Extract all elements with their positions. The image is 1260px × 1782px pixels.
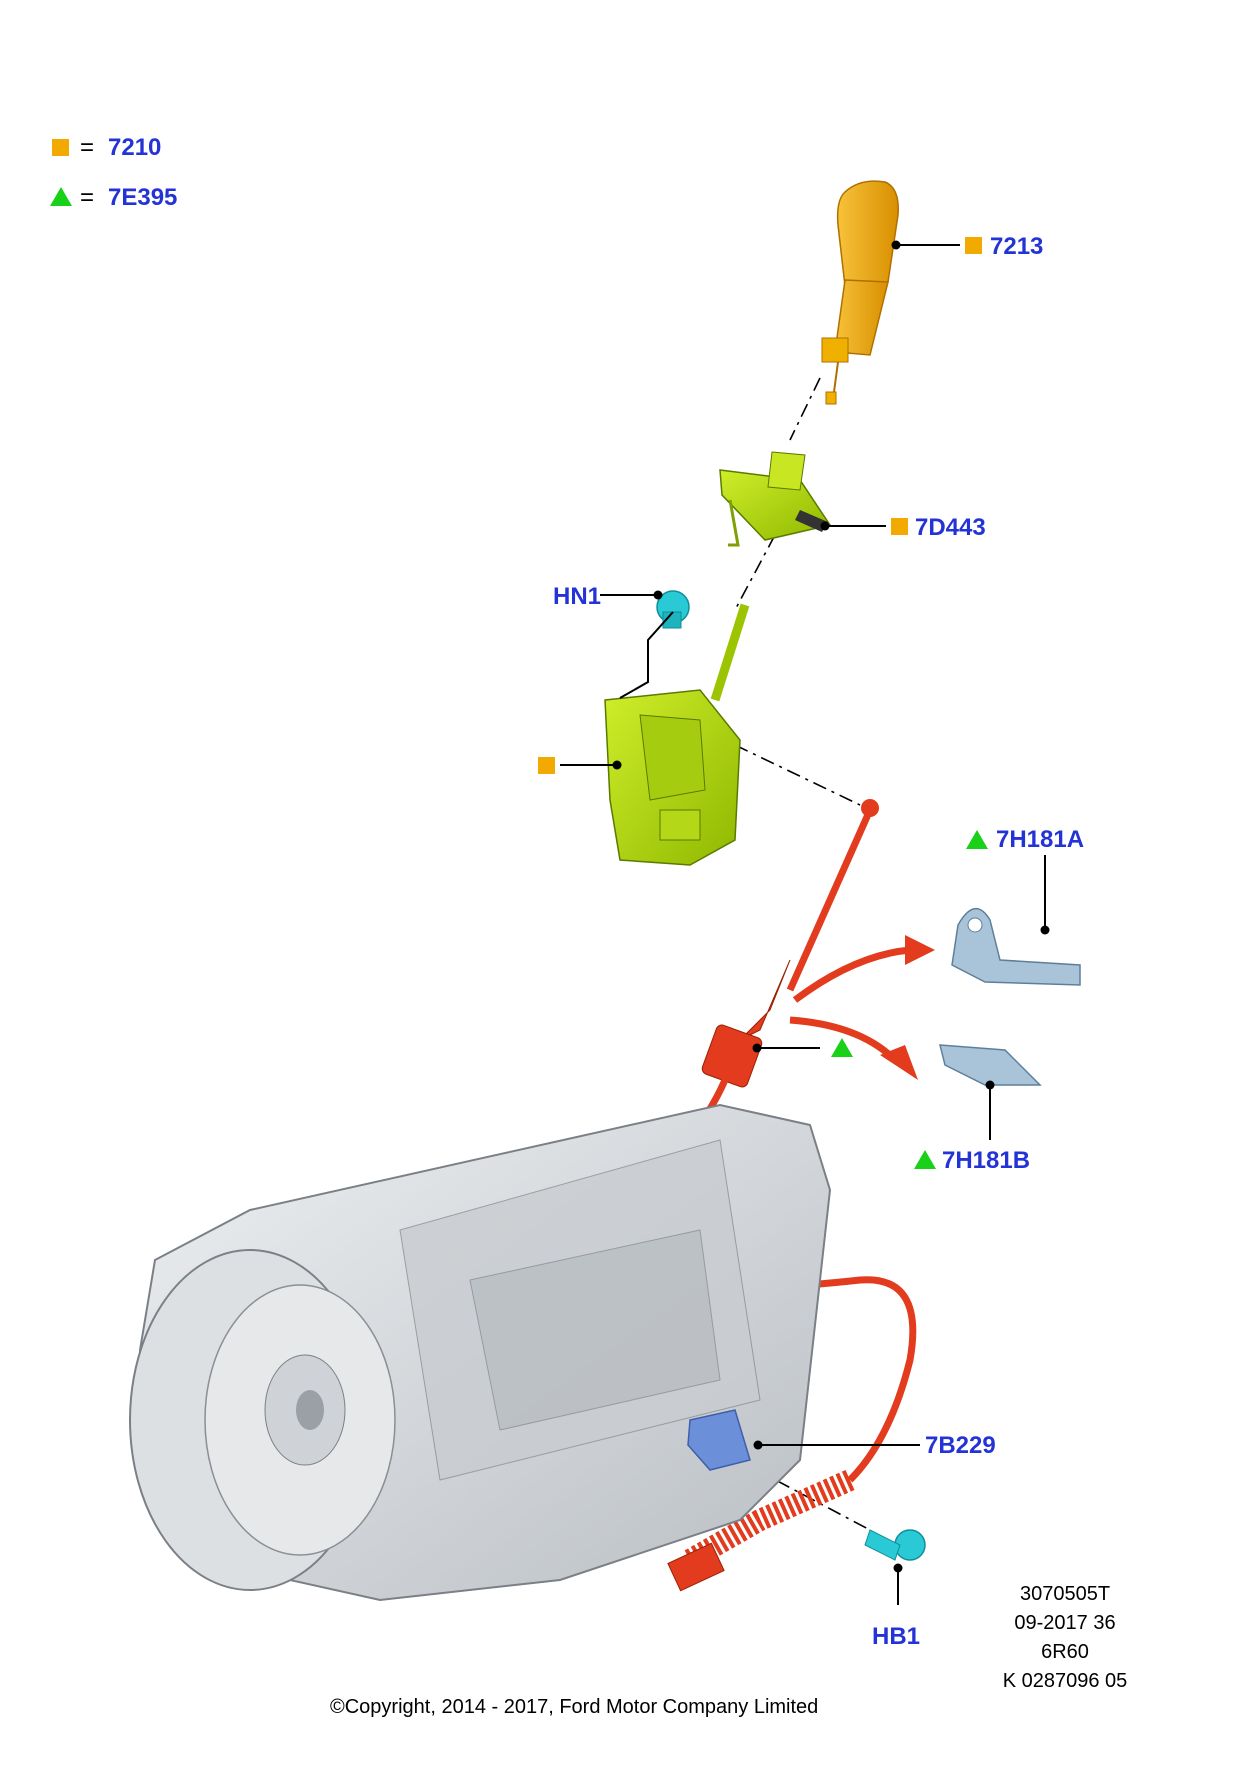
- direction-arrows: [789, 935, 935, 1080]
- gear-selector-part: [604, 603, 750, 866]
- lower-bracket-part: [687, 1409, 751, 1471]
- callout-hn1[interactable]: HN1: [553, 583, 602, 610]
- cable-brackets-part: [939, 908, 1081, 1086]
- callout-7d443[interactable]: 7D443: [915, 514, 986, 541]
- legend-triangle-icon: [50, 187, 72, 206]
- callout-7213[interactable]: 7213: [990, 233, 1044, 260]
- legend-square-icon: [52, 139, 69, 156]
- drawing-info: 3070505T 09-2017 36 6R60 K 0287096 05: [990, 1580, 1140, 1696]
- copyright-notice: ©Copyright, 2014 - 2017, Ford Motor Comp…: [330, 1696, 819, 1718]
- callout-7b229[interactable]: 7B229: [925, 1432, 996, 1459]
- callout-selector-square-icon[interactable]: [538, 757, 555, 774]
- callout-7213-square-icon: [965, 237, 982, 254]
- drawing-date: 09-2017 36: [1014, 1612, 1116, 1634]
- legend-triangle-part-number[interactable]: 7E395: [108, 184, 178, 211]
- hn1-screw-part: [656, 590, 690, 629]
- callout-7h181a-triangle-icon: [966, 830, 988, 849]
- legend-square-equals: =: [80, 134, 95, 161]
- drawing-ref: K 0287096 05: [1002, 1670, 1128, 1692]
- callout-leaders: [560, 244, 1046, 1605]
- legend-triangle-equals: =: [80, 184, 95, 211]
- leader-dots: [612, 240, 1050, 1573]
- drawing-id: 3070505T: [1019, 1583, 1111, 1605]
- legend-square-part-number[interactable]: 7210: [108, 134, 162, 161]
- callout-7h181b[interactable]: 7H181B: [942, 1147, 1031, 1174]
- callout-7h181a[interactable]: 7H181A: [996, 826, 1085, 853]
- hb1-bolt-part: [864, 1529, 926, 1561]
- callout-7h181b-triangle-icon: [914, 1150, 936, 1169]
- drawing-model: 6R60: [1041, 1641, 1089, 1663]
- callout-7d443-square-icon: [891, 518, 908, 535]
- transmission-part: [129, 1103, 832, 1602]
- callout-hb1[interactable]: HB1: [872, 1623, 921, 1650]
- shift-knob-part: [821, 180, 899, 405]
- callout-cable-triangle-icon[interactable]: [831, 1038, 853, 1057]
- gear-bezel-part: [719, 451, 832, 547]
